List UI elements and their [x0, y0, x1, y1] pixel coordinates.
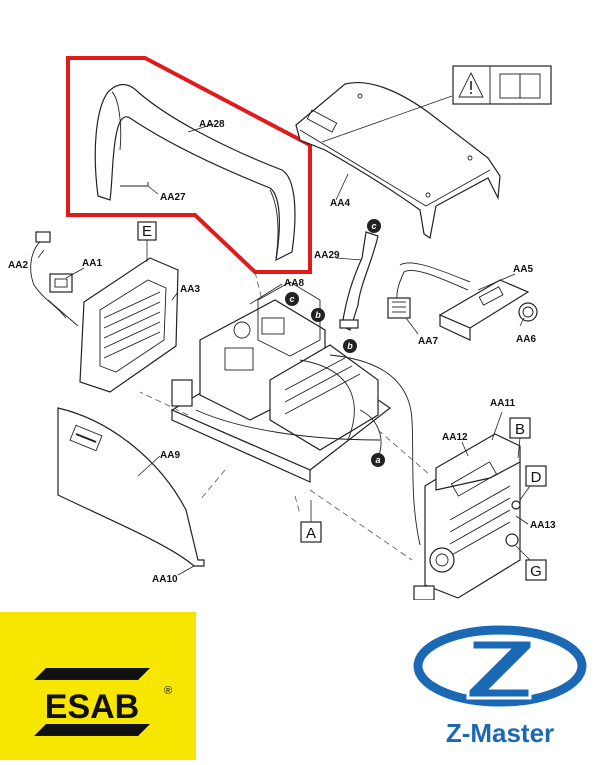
zmaster-emblem-icon — [413, 625, 587, 707]
svg-text:B: B — [515, 421, 525, 438]
manual-book-icon — [499, 73, 541, 99]
zmaster-wordmark: Z-Master — [445, 718, 555, 748]
boxed-letter-a: A — [300, 500, 322, 543]
boxed-letter-d: D — [519, 465, 547, 501]
label-aa2: AA2 — [8, 260, 28, 271]
chassis-aa8 — [170, 281, 392, 483]
exploded-parts-diagram: AA28 AA27 AA4 AA29 AA5 AA7 AA6 AA2 AA1 A… — [8, 56, 556, 600]
svg-text:b: b — [347, 341, 353, 351]
label-aa4: AA4 — [330, 198, 350, 209]
warning-triangle-icon — [458, 71, 484, 98]
label-aa10: AA10 — [152, 574, 178, 585]
svg-text:a: a — [375, 455, 380, 465]
rear-panel-aa3 — [79, 257, 179, 393]
label-aa29: AA29 — [314, 250, 340, 261]
highlight-frame — [66, 56, 312, 274]
strap-clip-aa27 — [120, 182, 149, 187]
label-aa12: AA12 — [442, 432, 468, 443]
label-aa5: AA5 — [513, 264, 533, 275]
circled-letter-a: a — [371, 453, 385, 467]
switch-aa1 — [49, 273, 73, 293]
front-cable — [329, 354, 421, 546]
control-cable-aa7 — [387, 262, 471, 319]
power-cable-aa2 — [30, 231, 79, 327]
knob-aa6 — [518, 302, 538, 322]
label-aa6: AA6 — [516, 334, 536, 345]
circled-letter-c-top: c — [367, 219, 381, 233]
svg-text:c: c — [289, 294, 294, 304]
label-aa28: AA28 — [199, 119, 225, 130]
top-cover-aa4 — [295, 82, 501, 240]
boxed-letter-partial — [413, 585, 435, 600]
warning-manual-sign — [452, 65, 552, 105]
svg-text:E: E — [142, 223, 152, 240]
circled-letter-b-cable: b — [343, 339, 357, 353]
label-aa1: AA1 — [82, 258, 102, 269]
side-panel-aa9 — [57, 407, 205, 567]
boxed-letter-b: B — [509, 417, 531, 459]
label-aa9: AA9 — [160, 450, 180, 461]
svg-text:c: c — [371, 221, 376, 231]
label-aa3: AA3 — [180, 284, 200, 295]
label-aa13: AA13 — [530, 520, 556, 531]
label-aa7: AA7 — [418, 336, 438, 347]
esab-wordmark: ESAB — [45, 688, 139, 726]
circled-letter-b-board: b — [311, 308, 325, 322]
zmaster-logo: Z-Master — [400, 618, 600, 760]
svg-text:D: D — [531, 469, 542, 486]
svg-text:A: A — [306, 525, 316, 542]
circled-letter-c-board: c — [285, 292, 299, 306]
svg-text:G: G — [530, 563, 542, 580]
esab-stripes-icon — [34, 668, 150, 736]
leader-lines — [37, 95, 529, 576]
assembly-guides — [139, 271, 431, 561]
esab-logo: ESAB ® — [0, 612, 196, 760]
boxed-letter-e: E — [137, 221, 157, 262]
svg-text:b: b — [315, 310, 321, 320]
esab-registered-mark: ® — [164, 685, 172, 697]
label-aa11: AA11 — [490, 398, 515, 409]
boxed-letter-g: G — [515, 545, 547, 581]
front-panel-assembly-aa11 — [424, 433, 521, 599]
strap-aa28 — [94, 83, 296, 262]
label-aa8: AA8 — [284, 278, 304, 289]
label-aa27: AA27 — [160, 192, 186, 203]
front-panel-aa5 — [438, 279, 530, 341]
ribbon-cable-aa29 — [339, 231, 379, 331]
